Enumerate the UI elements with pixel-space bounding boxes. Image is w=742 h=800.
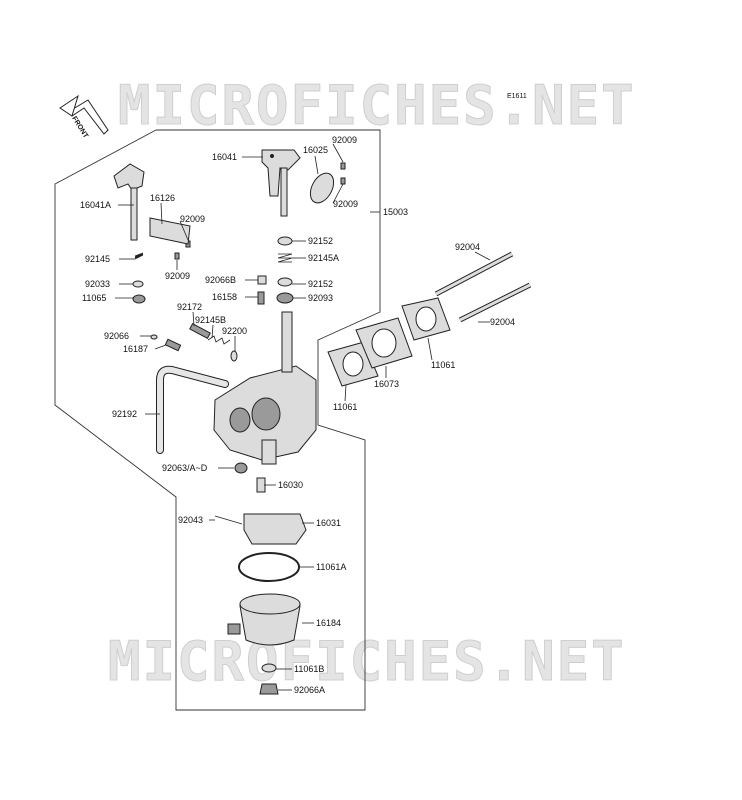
part-label-11061: 11061 <box>333 402 357 412</box>
part-label-92009: 92009 <box>180 214 205 224</box>
part-label-11061a: 11061A <box>316 562 346 572</box>
part-label-92009: 92009 <box>165 271 190 281</box>
part-label-16041a: 16041A <box>80 200 111 210</box>
part-label-16126: 16126 <box>150 193 175 203</box>
part-label-92145b: 92145B <box>195 315 226 325</box>
washer-spring-stack-part <box>276 236 294 304</box>
part-label-16030: 16030 <box>278 480 303 490</box>
part-label-92033: 92033 <box>85 279 110 289</box>
part-label-92152: 92152 <box>308 279 333 289</box>
part-label-15003: 15003 <box>383 207 408 217</box>
part-label-92009: 92009 <box>332 135 357 145</box>
drain-bolt-part <box>259 663 279 695</box>
float-bowl-gasket-part <box>238 552 300 582</box>
part-label-16025: 16025 <box>303 145 328 155</box>
fuel-hose-part <box>156 365 229 454</box>
part-label-16184: 16184 <box>316 618 341 628</box>
outer-gasket-part <box>401 297 451 341</box>
assembly-frame <box>54 129 381 711</box>
idle-screw-part <box>150 322 238 362</box>
leader-lines <box>115 143 491 691</box>
part-label-92063: 92063/A~D <box>162 463 208 473</box>
part-label-92066a: 92066A <box>294 685 325 695</box>
float-part <box>214 513 307 545</box>
front-arrow-icon: FRONT <box>59 94 109 140</box>
part-label-11065: 11065 <box>82 293 106 303</box>
part-label-16041: 16041 <box>212 152 237 162</box>
part-label-16158: 16158 <box>212 292 237 302</box>
front-label: FRONT <box>70 115 89 140</box>
part-label-11061: 11061 <box>431 360 455 370</box>
part-label-92009: 92009 <box>333 199 358 209</box>
watermark-bottom: MICROFICHES.NET <box>108 630 626 693</box>
diagram-code: E1611 <box>507 93 527 100</box>
part-label-92192: 92192 <box>112 409 137 419</box>
clip-part <box>132 280 146 304</box>
stud-bolt-part <box>434 251 532 323</box>
part-label-92066: 92066 <box>104 331 129 341</box>
part-label-92093: 92093 <box>308 293 333 303</box>
throttle-plate-part <box>309 172 335 204</box>
part-label-92152: 92152 <box>308 236 333 246</box>
carburetor-body-part <box>213 311 317 465</box>
throttle-lever-part <box>261 149 301 217</box>
part-label-16187: 16187 <box>123 344 148 354</box>
part-label-92172: 92172 <box>177 302 202 312</box>
watermark-top: MICROFICHES.NET <box>118 74 636 137</box>
choke-lever-part <box>113 163 145 241</box>
part-label-16031: 16031 <box>316 518 341 528</box>
part-label-11061b: 11061B <box>294 664 324 674</box>
part-label-92066b: 92066B <box>205 275 236 285</box>
part-label-92145a: 92145A <box>308 253 339 263</box>
part-label-92004: 92004 <box>455 242 480 252</box>
part-label-92145: 92145 <box>85 254 110 264</box>
main-jet-part <box>234 462 266 493</box>
part-label-92200: 92200 <box>222 326 247 336</box>
choke-plate-part <box>149 217 191 245</box>
part-label-92043: 92043 <box>178 515 203 525</box>
float-bowl-part <box>227 593 301 646</box>
plug-part <box>257 275 267 305</box>
insulator-part <box>355 317 413 369</box>
part-label-16073: 16073 <box>374 379 399 389</box>
part-label-92004: 92004 <box>490 317 515 327</box>
spring-icon <box>134 252 144 260</box>
